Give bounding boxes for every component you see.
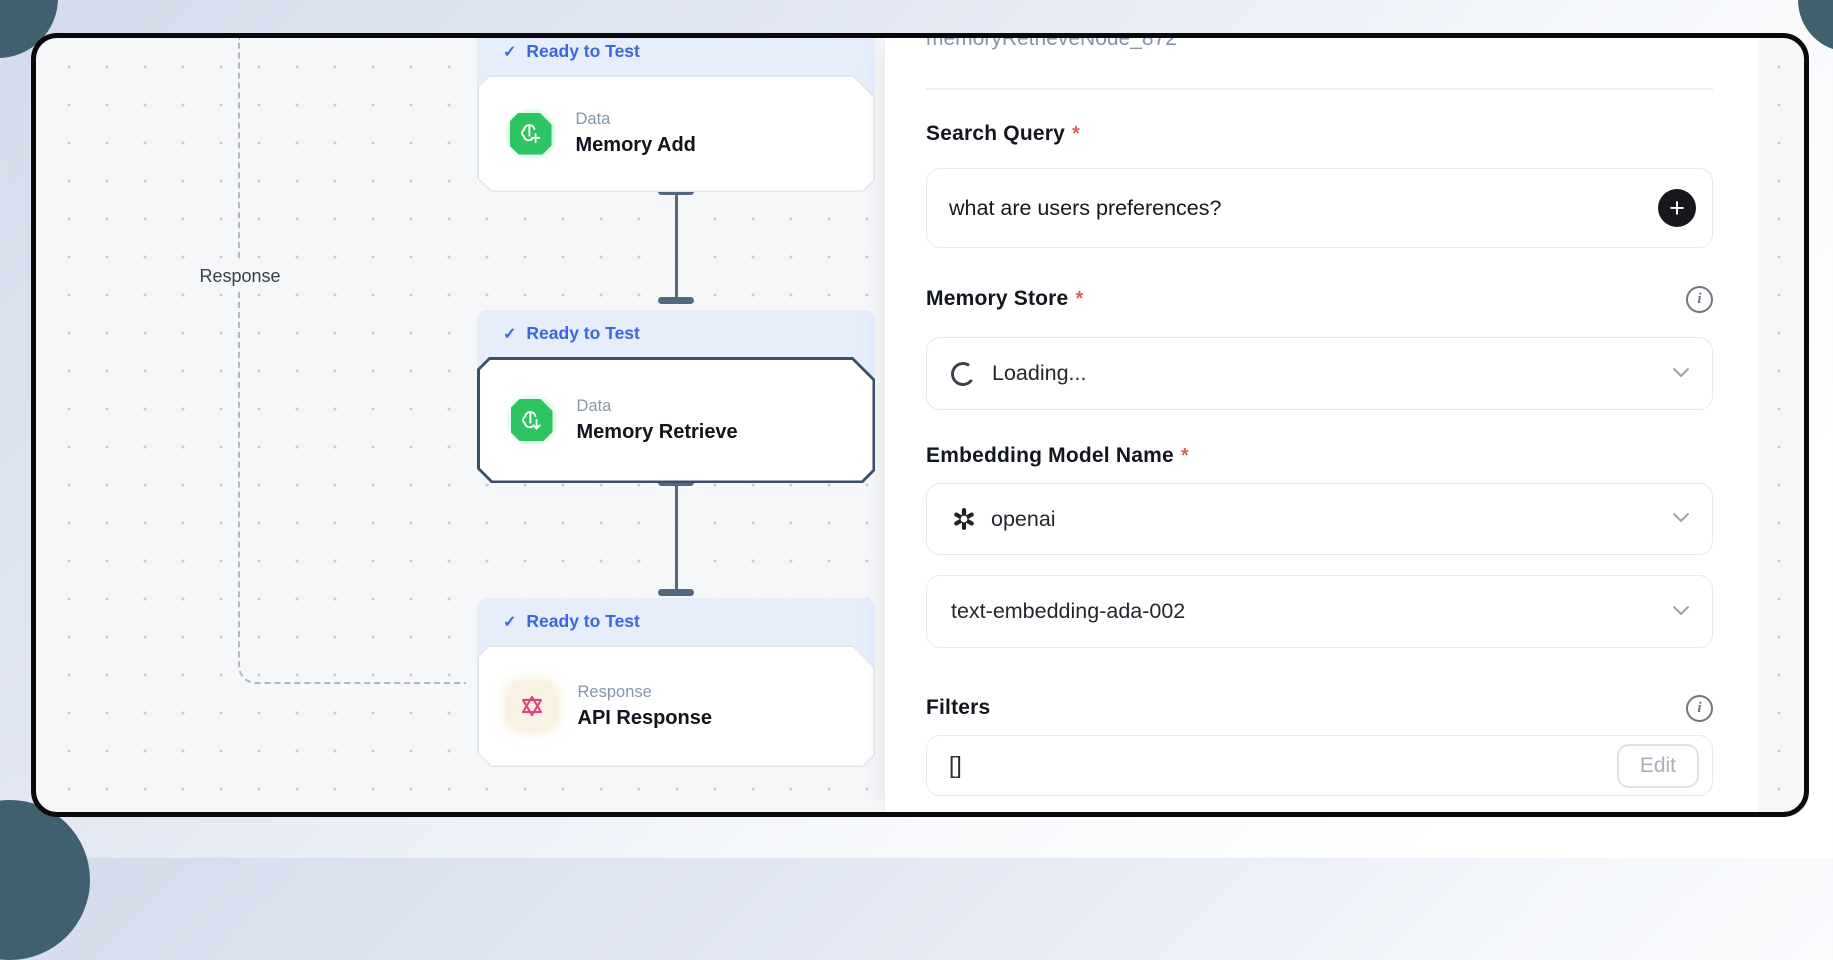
search-query-value: what are users preferences? xyxy=(949,195,1222,220)
connector-line xyxy=(675,191,678,301)
required-mark: * xyxy=(1071,123,1080,145)
embedding-model-value: text-embedding-ada-002 xyxy=(951,599,1186,623)
node-title: API Response xyxy=(577,706,712,729)
check-icon: ✓ xyxy=(503,325,517,343)
filters-edit-button[interactable]: Edit xyxy=(1616,743,1699,788)
info-icon[interactable]: i xyxy=(1686,285,1713,313)
node-title: Memory Retrieve xyxy=(576,420,738,443)
filters-label-row: Filters i xyxy=(926,694,1713,722)
memory-store-value: Loading... xyxy=(992,361,1087,385)
openai-logo-icon xyxy=(951,506,977,532)
embedding-provider-select[interactable]: openai xyxy=(926,483,1713,555)
loading-spinner-icon xyxy=(949,359,977,388)
filters-value: [] xyxy=(949,752,962,778)
node-category: Response xyxy=(577,682,652,701)
status-label: Ready to Test xyxy=(526,41,640,61)
node-category: Data xyxy=(575,110,611,128)
api-hexagram-icon xyxy=(510,684,554,728)
node-memory-retrieve[interactable]: Data Memory Retrieve xyxy=(477,357,875,483)
memory-store-select[interactable]: Loading... xyxy=(926,337,1713,410)
chevron-down-icon xyxy=(1672,365,1690,383)
node-config-panel: memoryRetrieveNode_872 Search Query * wh… xyxy=(884,38,1758,812)
status-label: Ready to Test xyxy=(526,323,640,343)
embedding-provider-value: openai xyxy=(991,506,1056,531)
required-mark: * xyxy=(1180,445,1189,467)
filters-label: Filters xyxy=(926,696,991,719)
connection-handle[interactable] xyxy=(658,589,694,596)
embedding-model-select[interactable]: text-embedding-ada-002 xyxy=(926,575,1713,648)
chevron-down-icon xyxy=(1672,510,1690,528)
filters-field[interactable]: [] Edit xyxy=(926,735,1713,796)
search-query-label-row: Search Query * xyxy=(926,120,1713,148)
check-icon: ✓ xyxy=(503,613,517,631)
edge-label: Response xyxy=(176,262,304,290)
node-memory-add[interactable]: Data Memory Add xyxy=(477,75,875,192)
add-variable-button[interactable]: + xyxy=(1658,189,1696,227)
check-icon: ✓ xyxy=(503,43,517,61)
required-mark: * xyxy=(1075,288,1084,310)
plus-icon: + xyxy=(1669,193,1685,223)
brain-retrieve-icon xyxy=(511,399,553,441)
search-query-label: Search Query xyxy=(926,122,1065,145)
divider xyxy=(926,88,1713,90)
response-edge-dashed-line xyxy=(238,38,466,684)
corner-decoration xyxy=(0,800,90,960)
node-title: Memory Add xyxy=(575,134,696,156)
node-api-response[interactable]: Response API Response xyxy=(477,645,875,767)
panel-node-id[interactable]: memoryRetrieveNode_872 xyxy=(926,38,1177,50)
embedding-model-label: Embedding Model Name xyxy=(926,444,1174,467)
search-query-input[interactable]: what are users preferences? + xyxy=(926,168,1713,248)
chevron-down-icon xyxy=(1672,603,1690,621)
info-icon[interactable]: i xyxy=(1686,694,1713,722)
node-category: Data xyxy=(576,396,612,415)
memory-store-label-row: Memory Store * i xyxy=(926,285,1713,313)
brain-add-icon xyxy=(510,113,552,155)
connector-line xyxy=(675,483,678,593)
connection-handle[interactable] xyxy=(658,297,694,304)
status-label: Ready to Test xyxy=(526,611,640,631)
app-window: Response ✓ Ready to Test xyxy=(36,38,1804,812)
embedding-model-label-row: Embedding Model Name * xyxy=(926,442,1713,470)
memory-store-label: Memory Store xyxy=(926,287,1069,310)
